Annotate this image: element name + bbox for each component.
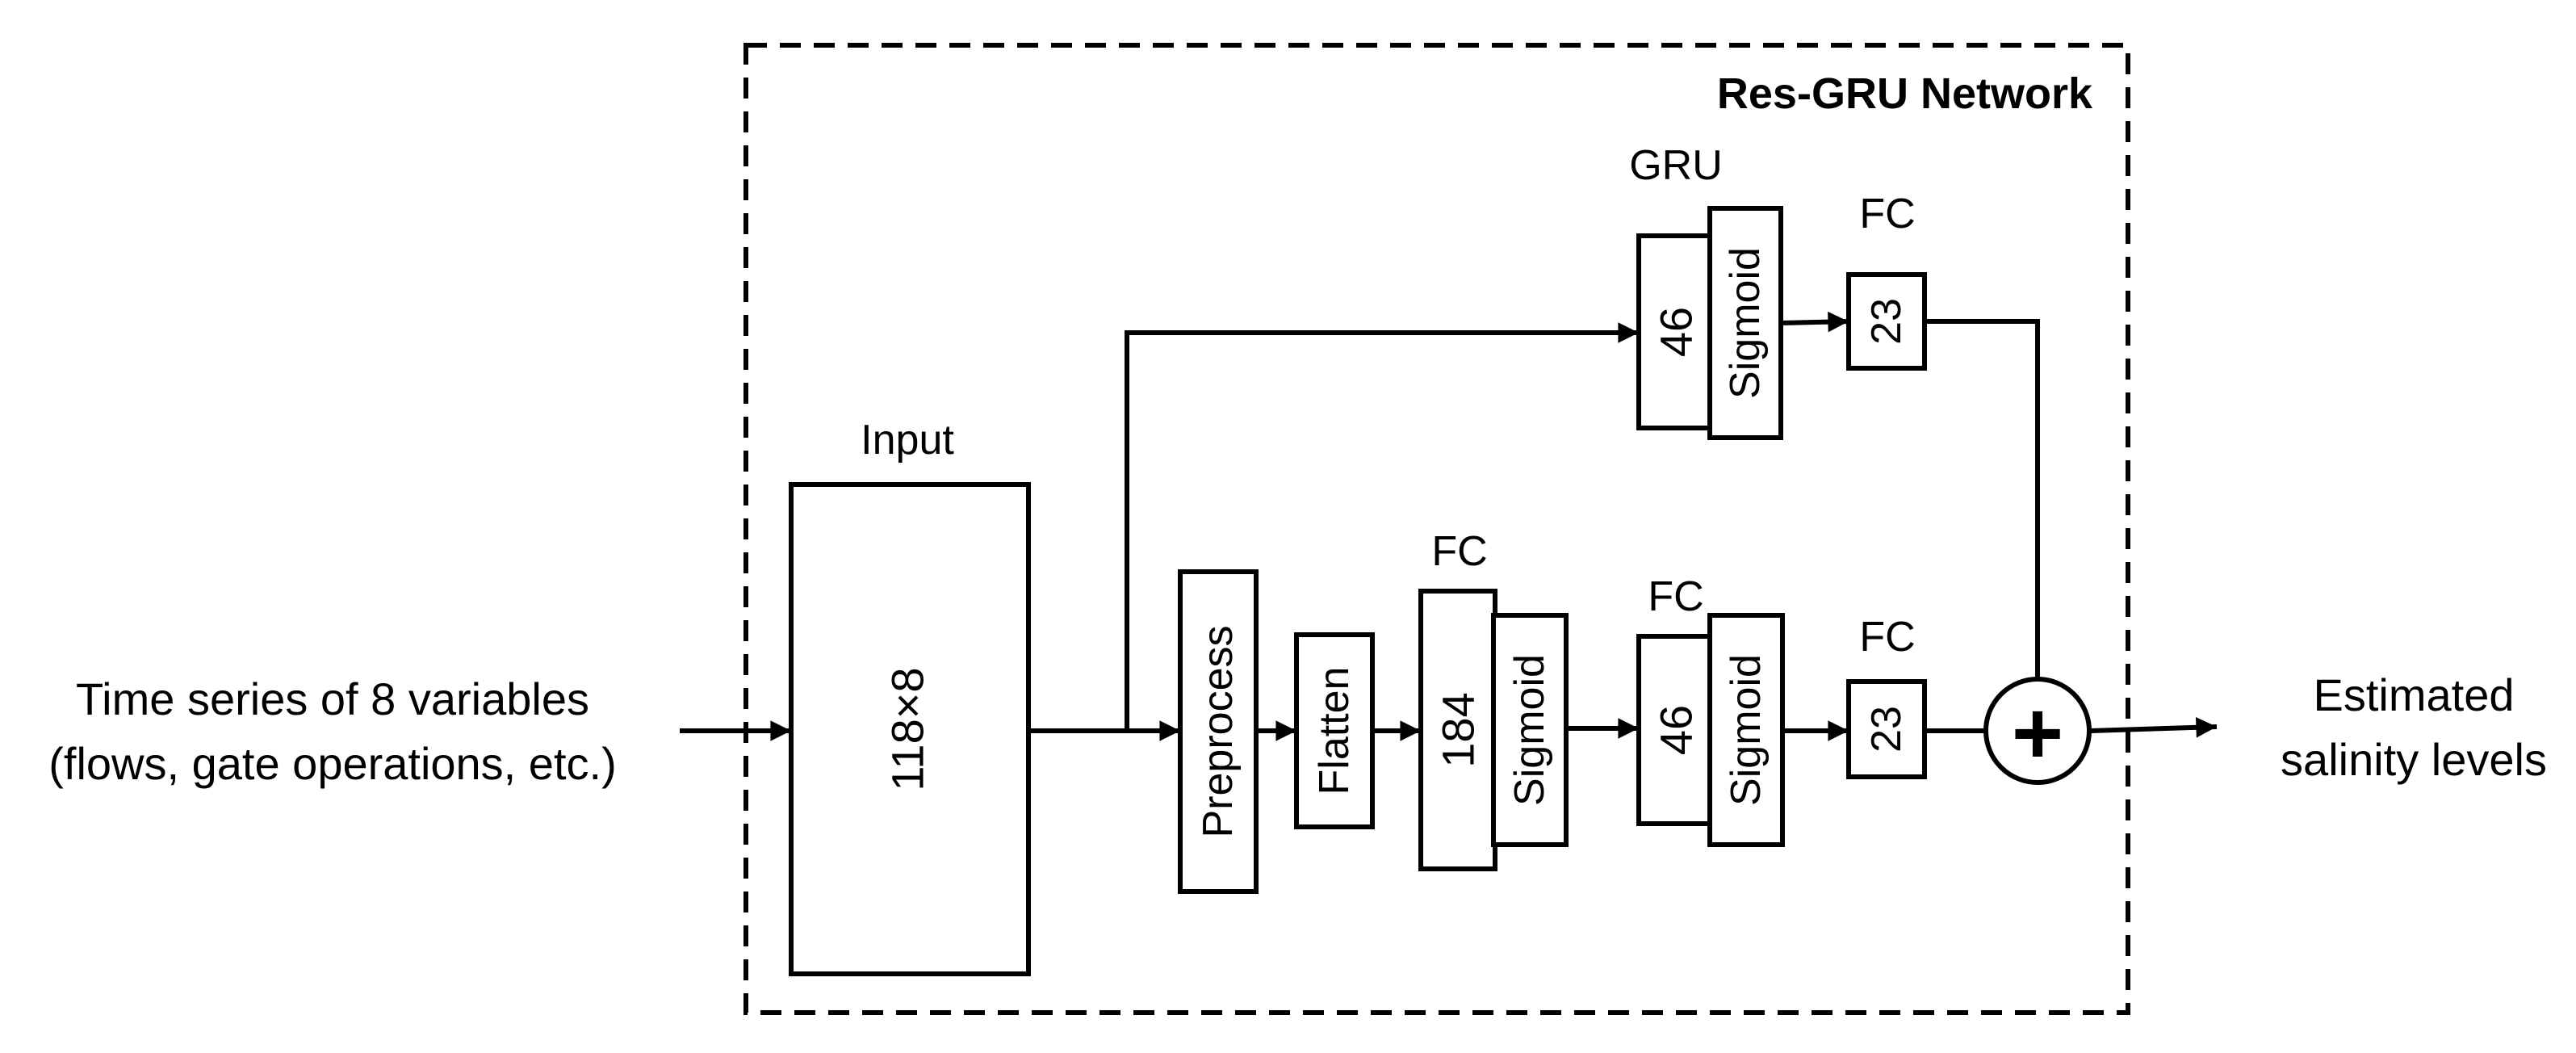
fc3-box (1846, 679, 1927, 779)
gru-units: 46 (1651, 307, 1702, 357)
fc2-heading: FC (1648, 573, 1703, 620)
sum-node (1983, 677, 2092, 785)
sum-symbol: + (2012, 684, 2063, 783)
fc1-heading: FC (1431, 528, 1487, 575)
input-description-line2: (flows, gate operations, etc.) (48, 738, 616, 789)
gru-units-box (1636, 233, 1715, 430)
output-description-line2: salinity levels (2281, 734, 2547, 785)
gru-heading: GRU (1629, 142, 1723, 189)
gru-fc-to-sum (1925, 319, 2040, 682)
gru-activation-box (1707, 206, 1783, 440)
arrow-to-gru-fc (1780, 311, 1849, 333)
input-block (789, 482, 1031, 976)
arrow-to-output (2090, 717, 2218, 738)
input-shape: 118×8 (882, 667, 933, 791)
fc1-units: 184 (1433, 692, 1484, 767)
input-heading: Input (861, 417, 954, 464)
fc3-units: 23 (1863, 706, 1910, 753)
fc1-activation-box (1491, 613, 1569, 847)
gru-activation: Sigmoid (1722, 247, 1769, 399)
gru-fc-box (1846, 272, 1927, 371)
preprocess-label: Preprocess (1195, 626, 1242, 838)
network-title: Res-GRU Network (1717, 69, 2093, 118)
fc3-heading: FC (1859, 614, 1915, 661)
fc2-units: 46 (1651, 705, 1702, 755)
gru-fc-heading: FC (1859, 191, 1915, 237)
fc2-activation-box (1707, 613, 1785, 847)
input-description-line1: Time series of 8 variables (76, 673, 589, 724)
output-description-line1: Estimated (2314, 669, 2515, 720)
flatten-label: Flatten (1311, 667, 1358, 795)
flatten-box (1294, 632, 1375, 829)
network-frame (743, 43, 2130, 1015)
gru-fc-units: 23 (1863, 298, 1910, 345)
residual-arrow-to-gru (1125, 322, 1640, 731)
fc2-activation: Sigmoid (1723, 654, 1770, 806)
fc1-units-box (1418, 589, 1497, 871)
connections (680, 311, 2218, 741)
fc1-activation: Sigmoid (1506, 654, 1553, 806)
fc2-units-box (1636, 634, 1715, 826)
preprocess-box (1178, 569, 1259, 894)
